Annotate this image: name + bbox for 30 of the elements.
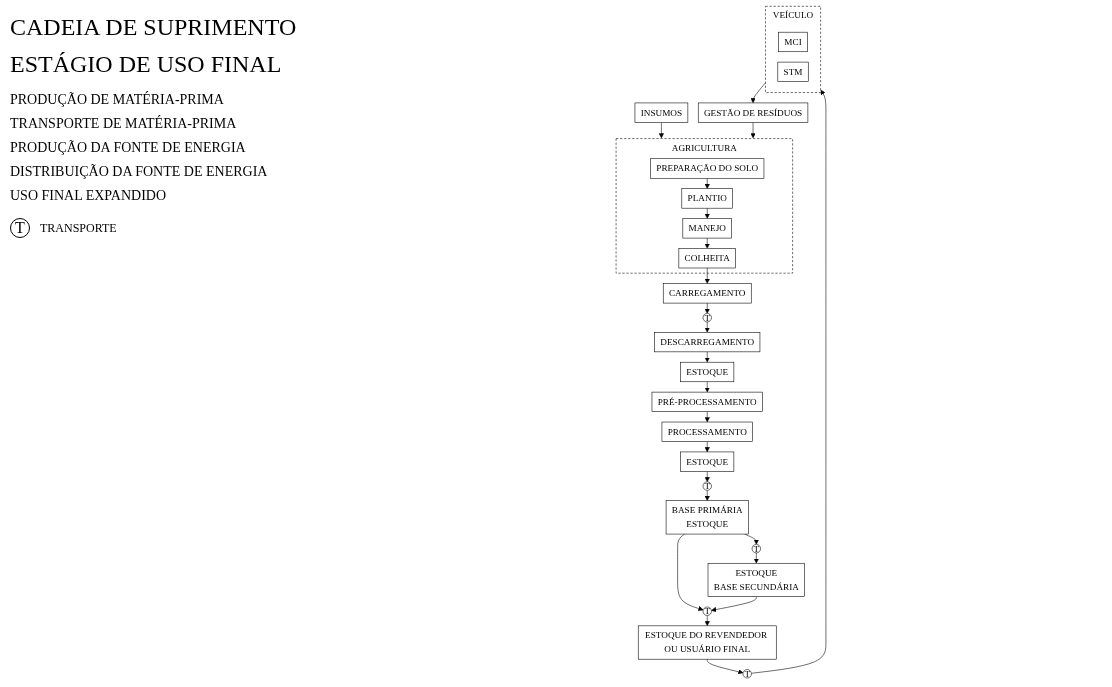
diagram-title: CADEIA DE SUPRIMENTO bbox=[10, 14, 298, 41]
column-heading: PRODUÇÃO DA FONTE DE ENERGIA bbox=[10, 140, 247, 156]
node-box: PREPARAÇÃO DO SOLO bbox=[650, 158, 765, 179]
node-box: ESTOQUE DO REVENDEDOR OU USUÁRIO FINAL bbox=[637, 625, 777, 660]
column-heading: DISTRIBUIÇÃO DA FONTE DE ENERGIA bbox=[10, 164, 269, 180]
node-circle: T bbox=[702, 313, 712, 323]
node-box: GESTÃO DE RESÍDUOS bbox=[697, 102, 809, 123]
node-circle: T bbox=[702, 481, 712, 491]
node-circle: T bbox=[742, 669, 752, 679]
node-box: PRÉ-PROCESSAMENTO bbox=[651, 391, 763, 412]
column-heading: USO FINAL EXPANDIDO bbox=[10, 188, 168, 204]
node-box: DESCARREGAMENTO bbox=[654, 332, 761, 353]
node-box: ESTOQUE bbox=[680, 451, 735, 472]
legend-text: TRANSPORTE bbox=[40, 220, 117, 236]
node-box: INSUMOS bbox=[634, 102, 689, 123]
node-box: COLHEITA bbox=[678, 248, 736, 269]
node-box: CARREGAMENTO bbox=[662, 283, 752, 304]
node-circle: T bbox=[751, 544, 761, 554]
node-box: MANEJO bbox=[682, 218, 732, 239]
node-box: PROCESSAMENTO bbox=[661, 421, 753, 442]
section-heading: ESTÁGIO DE USO FINAL bbox=[10, 51, 283, 78]
node-circle: T bbox=[702, 606, 712, 616]
node-box: MCI bbox=[778, 31, 808, 53]
node-box: BASE PRIMÁRIA ESTOQUE bbox=[665, 500, 749, 535]
column-heading: TRANSPORTE DE MATÉRIA-PRIMA bbox=[10, 116, 238, 132]
node-box: STM bbox=[777, 61, 809, 82]
node-box: ESTOQUE BASE SECUNDÁRIA bbox=[707, 563, 805, 597]
column-heading: PRODUÇÃO DE MATÉRIA-PRIMA bbox=[10, 92, 225, 108]
node-box: PLANTIO bbox=[681, 188, 733, 209]
node-box: ESTOQUE bbox=[680, 361, 735, 383]
